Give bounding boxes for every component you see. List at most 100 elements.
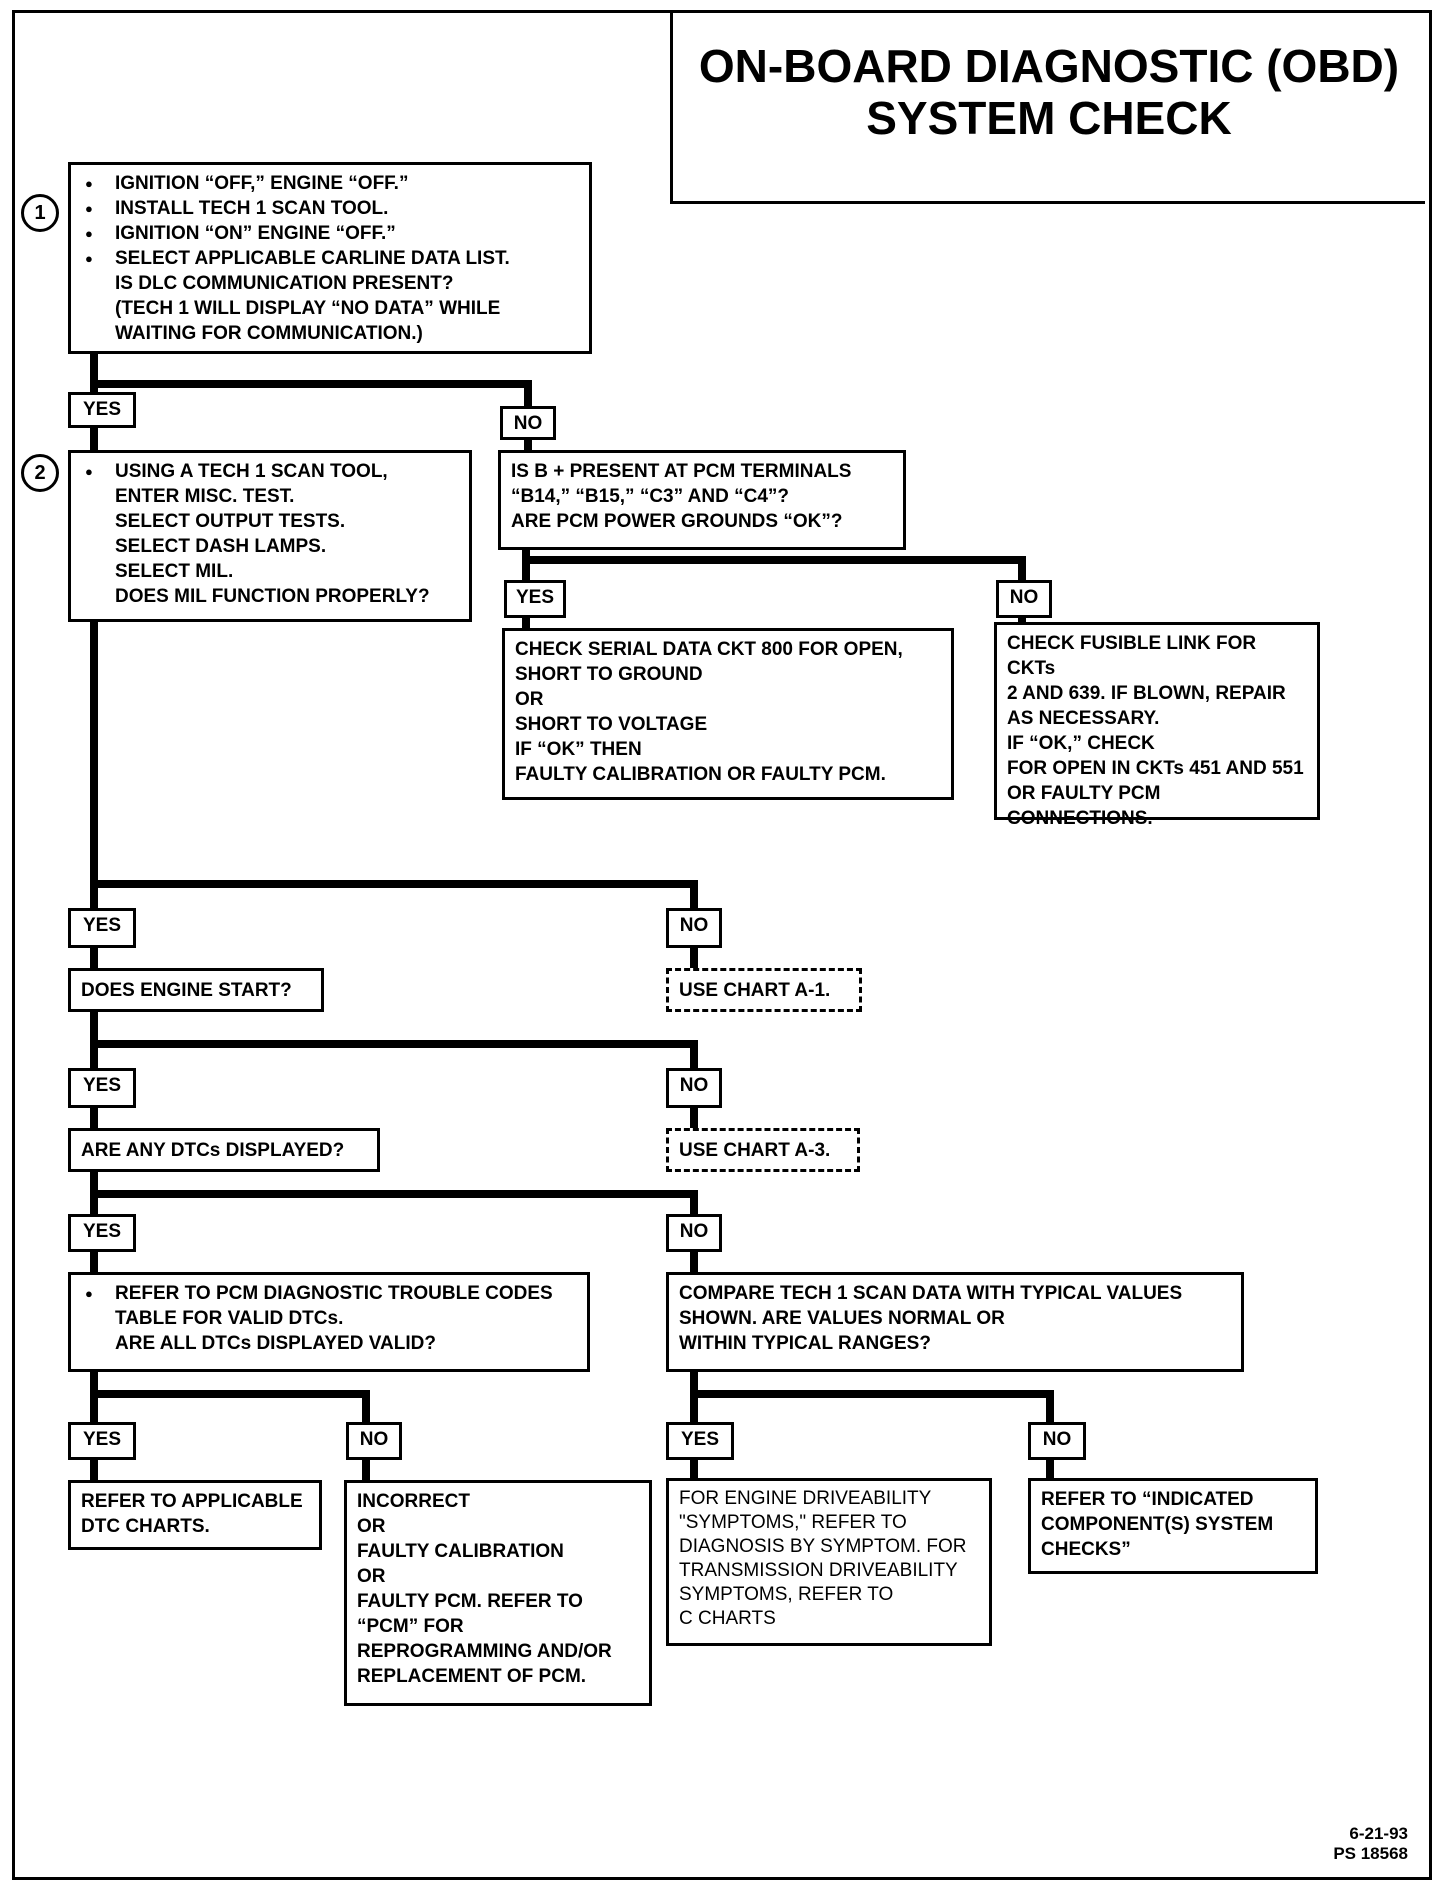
box-line: ARE ALL DTCs DISPLAYED VALID? [115,1333,436,1354]
page-frame [12,10,1432,1880]
box-line: WITHIN TYPICAL RANGES? [679,1333,931,1354]
box-line: TRANSMISSION DRIVEABILITY [679,1560,958,1581]
bullet-text: REFER TO PCM DIAGNOSTIC TROUBLE CODES [85,1281,577,1306]
box-line: OR FAULTY PCM [1007,783,1161,804]
box-mil-function: USING A TECH 1 SCAN TOOL, ENTER MISC. TE… [68,450,472,622]
box-line: INCORRECT [357,1491,470,1512]
box-refer-pcm-dtc-table: REFER TO PCM DIAGNOSTIC TROUBLE CODES TA… [68,1272,590,1372]
box-line: SELECT OUTPUT TESTS. [115,511,346,532]
step-1-marker: 1 [21,194,59,232]
connector [90,880,698,888]
box-bplus-present: IS B + PRESENT AT PCM TERMINALS “B14,” “… [498,450,906,550]
box-line: CHECK FUSIBLE LINK FOR CKTs [1007,633,1257,679]
box-line: DTC CHARTS. [81,1516,210,1537]
box-line: SHOWN. ARE VALUES NORMAL OR [679,1308,1005,1329]
document-reference: 6-21-93 PS 18568 [1333,1824,1408,1864]
box-check-fusible-link: CHECK FUSIBLE LINK FOR CKTs 2 AND 639. I… [994,622,1320,829]
box-dtcs-displayed: ARE ANY DTCs DISPLAYED? [68,1128,380,1172]
connector [90,946,98,970]
connector [690,946,698,970]
box-line: COMPONENT(S) SYSTEM [1041,1514,1274,1535]
connector [690,1106,698,1130]
box-line: “PCM” FOR [357,1616,464,1637]
connector [90,1190,698,1198]
yes-label: YES [68,908,136,948]
box-line: TABLE FOR VALID DTCs. [115,1308,344,1329]
box-line: IF “OK” THEN [515,739,642,760]
box-line: OR [357,1516,386,1537]
box-engine-start: DOES ENGINE START? [68,968,324,1012]
connector [1046,1458,1054,1482]
yes-label: YES [68,392,136,428]
box-line: CHECK SERIAL DATA CKT 800 FOR OPEN, [515,639,903,660]
no-label: NO [666,1214,722,1252]
connector [690,880,698,912]
box-line: FAULTY CALIBRATION OR FAULTY PCM. [515,764,886,785]
connector [690,1040,698,1070]
bullet-text: INSTALL TECH 1 SCAN TOOL. [85,196,579,221]
box-line: SYMPTOMS, REFER TO [679,1584,894,1605]
connector [690,1190,698,1216]
bullet-text: IGNITION “OFF,” ENGINE “OFF.” [85,171,579,196]
box-refer-applicable-dtc-charts: REFER TO APPLICABLE DTC CHARTS. [68,1480,322,1550]
box-driveability-symptoms: FOR ENGINE DRIVEABILITY "SYMPTOMS," REFE… [666,1478,992,1646]
box-line: CHECKS” [1041,1539,1131,1560]
connector [690,1390,1054,1398]
yes-label: YES [666,1422,734,1460]
box-line: IS B + PRESENT AT PCM TERMINALS [511,461,852,482]
box-dlc-communication: IGNITION “OFF,” ENGINE “OFF.” INSTALL TE… [68,162,592,354]
box-line: “B14,” “B15,” “C3” AND “C4”? [511,486,790,507]
box-compare-scan-data: COMPARE TECH 1 SCAN DATA WITH TYPICAL VA… [666,1272,1244,1372]
box-line: COMPARE TECH 1 SCAN DATA WITH TYPICAL VA… [679,1283,1183,1304]
connector [90,1106,98,1130]
box-line: ENTER MISC. TEST. [115,486,295,507]
yes-label: YES [504,580,566,618]
step-2-marker: 2 [21,454,59,492]
box-line: IS DLC COMMUNICATION PRESENT? [115,273,454,294]
box-line: SHORT TO GROUND [515,664,703,685]
document-date: 6-21-93 [1349,1824,1408,1843]
box-line: REFER TO APPLICABLE [81,1491,303,1512]
box-line: C CHARTS [679,1608,776,1629]
connector [90,1250,98,1274]
connector [90,1040,698,1048]
connector [690,1458,698,1482]
box-line: OR [357,1566,386,1587]
no-label: NO [666,1068,722,1108]
connector [90,380,532,388]
connector [90,618,98,912]
box-line: IF “OK,” CHECK [1007,733,1155,754]
box-line: SELECT DASH LAMPS. [115,536,327,557]
box-line: (TECH 1 WILL DISPLAY “NO DATA” WHILE [115,298,501,319]
box-line: FAULTY PCM. REFER TO [357,1591,583,1612]
connector [362,1390,370,1424]
box-line: FAULTY CALIBRATION [357,1541,564,1562]
box-line: FOR OPEN IN CKTs 451 AND 551 [1007,758,1304,779]
no-label: NO [666,908,722,948]
connector [524,380,532,408]
box-incorrect-calibration: INCORRECT OR FAULTY CALIBRATION OR FAULT… [344,1480,652,1706]
box-line: FOR ENGINE DRIVEABILITY [679,1488,932,1509]
box-line: "SYMPTOMS," REFER TO [679,1512,907,1533]
box-line: CONNECTIONS. [1007,808,1153,829]
box-line: SHORT TO VOLTAGE [515,714,708,735]
bullet-text: SELECT APPLICABLE CARLINE DATA LIST. [85,246,579,271]
box-use-chart-a1: USE CHART A-1. [666,968,862,1012]
box-check-serial-data: CHECK SERIAL DATA CKT 800 FOR OPEN, SHOR… [502,628,954,800]
connector [522,556,1026,564]
connector [524,438,532,452]
connector [1018,556,1026,582]
yes-label: YES [68,1068,136,1108]
connector [362,1458,370,1482]
yes-label: YES [68,1422,136,1460]
connector [90,1458,98,1482]
box-line: SELECT MIL. [115,561,234,582]
box-line: REFER TO “INDICATED [1041,1489,1254,1510]
no-label: NO [996,580,1052,618]
box-indicated-component-checks: REFER TO “INDICATED COMPONENT(S) SYSTEM … [1028,1478,1318,1574]
connector [522,616,530,630]
no-label: NO [1028,1422,1086,1460]
yes-label: YES [68,1214,136,1252]
connector [90,1390,370,1398]
box-line: DIAGNOSIS BY SYMPTOM. FOR [679,1536,967,1557]
